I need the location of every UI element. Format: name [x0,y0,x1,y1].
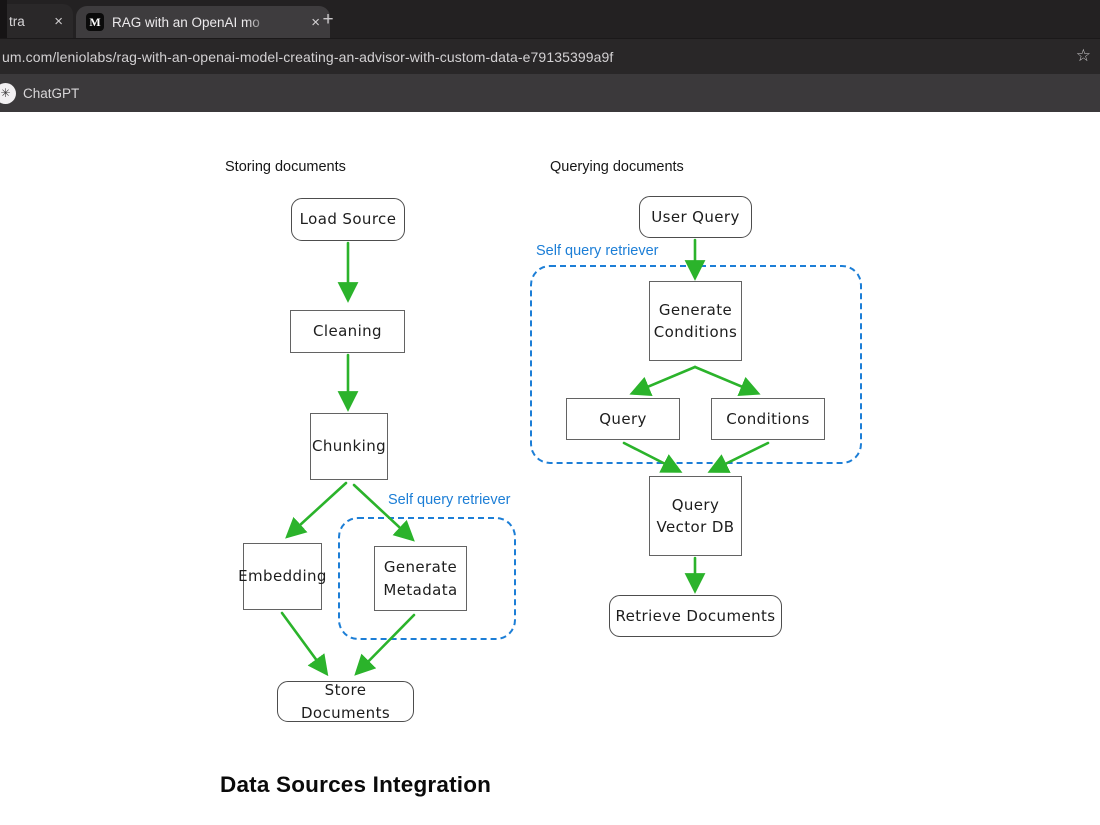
address-bar[interactable]: um.com/leniolabs/rag-with-an-openai-mode… [0,38,1100,74]
node-retrieve-documents: Retrieve Documents [609,595,782,637]
window-edge [0,0,7,38]
diagram-arrows [280,238,770,677]
bookmarks-bar: ✳ ChatGPT [0,74,1100,112]
bookmark-chatgpt[interactable]: ChatGPT [23,85,80,101]
group-label-left: Self query retriever [388,492,511,508]
tab-inactive[interactable]: tra × [7,4,73,38]
node-conditions: Conditions [711,398,825,440]
group-label-right: Self query retriever [536,243,659,259]
section-label-querying: Querying documents [550,159,684,175]
bookmark-star-icon[interactable]: ☆ [1075,46,1091,65]
group-self-query-retriever-left [338,517,516,640]
close-icon[interactable]: × [311,13,320,31]
node-embedding: Embedding [238,543,326,610]
node-load-source: Load Source [291,198,405,241]
node-query-vector-db: Query Vector DB [649,476,742,556]
close-icon[interactable]: × [54,12,63,30]
section-label-storing: Storing documents [225,159,346,175]
node-query: Query [566,398,680,440]
tab-inactive-title: tra [9,13,25,29]
node-chunking: Chunking [310,413,388,480]
url-text[interactable]: um.com/leniolabs/rag-with-an-openai-mode… [2,48,614,65]
node-generate-conditions: Generate Conditions [649,281,742,361]
page-content: Storing documents Querying documents Sel… [0,112,1100,825]
tab-active-title: RAG with an OpenAI mo [112,14,272,30]
chatgpt-icon: ✳ [0,82,16,104]
medium-favicon-icon: M [86,13,104,31]
new-tab-button[interactable]: + [322,9,334,30]
article-heading: Data Sources Integration [220,772,492,797]
node-user-query: User Query [639,196,752,238]
tab-active[interactable]: M RAG with an OpenAI mo × [76,6,330,38]
node-store-documents: Store Documents [277,681,414,722]
node-cleaning: Cleaning [290,310,405,353]
tab-strip: tra × M RAG with an OpenAI mo × + [0,0,1100,38]
node-generate-metadata: Generate Metadata [374,546,467,611]
